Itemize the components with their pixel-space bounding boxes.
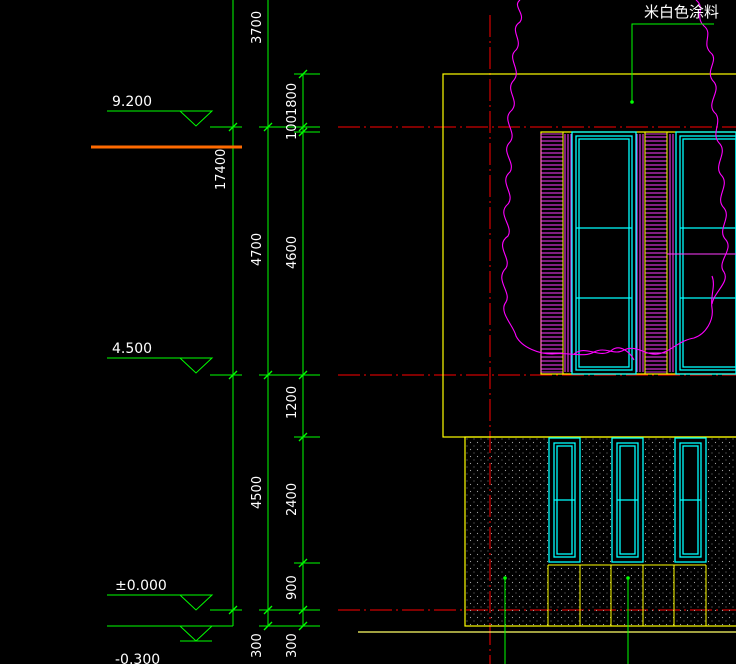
- dimension-ticks: [228, 69, 308, 631]
- dimension-text: 3700: [250, 11, 265, 44]
- upper-window-panel: [540, 131, 736, 375]
- elevation-label: -0.300: [115, 652, 160, 664]
- dimension-text: 100: [285, 115, 300, 140]
- material-label: 米白色涂料: [644, 3, 719, 21]
- dimension-text: 17400: [214, 149, 229, 190]
- dimension-text: 1200: [285, 386, 300, 419]
- dimension-text: 2400: [285, 483, 300, 516]
- dimension-text: 900: [285, 575, 300, 600]
- dimension-text: 4600: [285, 236, 300, 269]
- elevation-markers: [107, 110, 214, 642]
- elevation-label: ±0.000: [115, 578, 167, 594]
- dimension-text: 1800: [285, 83, 300, 116]
- material-leader-dot: [630, 100, 634, 104]
- leader-arrows: [503, 576, 630, 580]
- tree-outline: [501, 0, 729, 361]
- dimension-text: 300: [285, 633, 300, 658]
- elevation-label: 9.200: [112, 94, 152, 110]
- dimension-text: 4500: [250, 476, 265, 509]
- dimension-text: 4700: [250, 233, 265, 266]
- dimension-lines: [210, 0, 320, 627]
- leader-lines-bottom: [504, 578, 629, 664]
- elevation-label: 4.500: [112, 341, 152, 357]
- material-leader: [631, 23, 714, 102]
- lower-windows: [548, 437, 707, 563]
- dimension-text: 300: [250, 633, 265, 658]
